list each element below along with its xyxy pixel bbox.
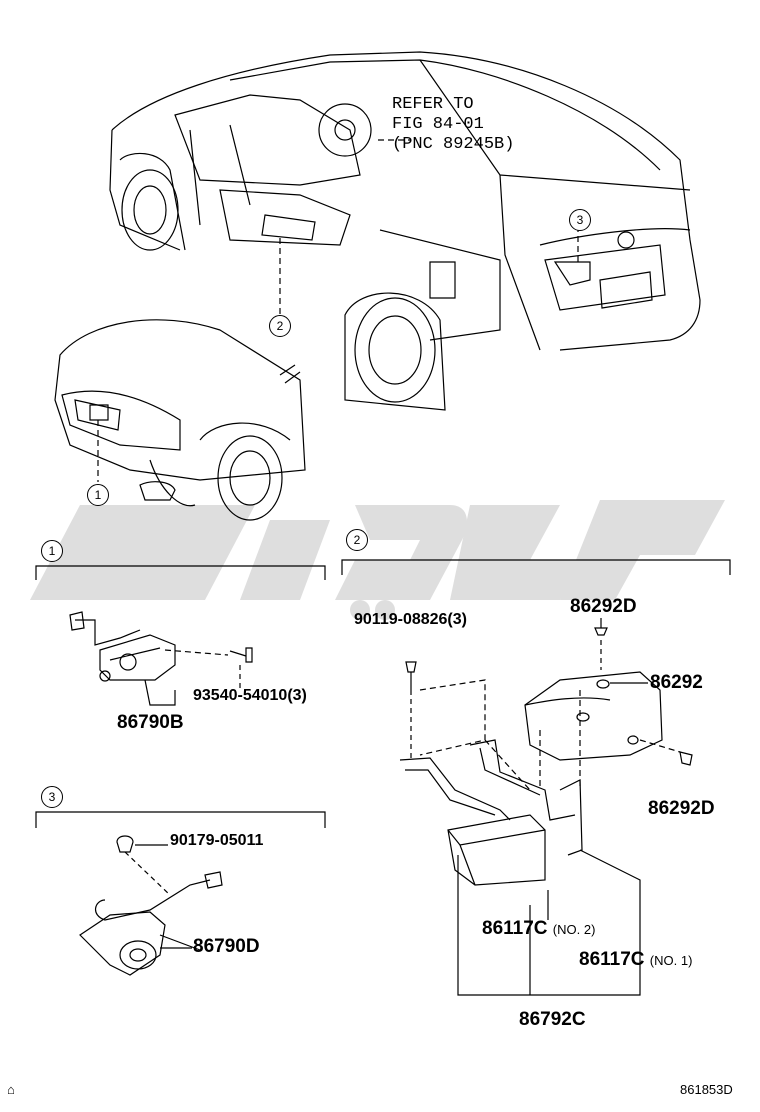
callout-1-section: 1: [41, 540, 63, 562]
section1-bracket: [35, 565, 326, 580]
callout-2-section: 2: [346, 529, 368, 551]
part-number-90179-05011: 90179-05011: [170, 832, 264, 849]
bracket-no1: [469, 739, 583, 856]
refer-note-line1: REFER TO: [392, 95, 474, 114]
vehicle-front-illustration: [54, 319, 306, 521]
bracket-no2-note: (NO. 2): [552, 922, 596, 937]
bracket-no1-note: (NO. 1): [649, 953, 693, 968]
callout-3-section: 3: [41, 786, 63, 808]
callout-3-on-car: 3: [569, 209, 591, 231]
refer-note-line2: FIG 84-01: [392, 115, 484, 134]
bracket-no2-part: 86117C: [482, 918, 548, 939]
computer-unit: [447, 814, 546, 886]
rear-camera-illustration: [79, 871, 223, 976]
part-number-86117C-no2: 86117C (NO. 2): [482, 919, 595, 938]
section3-bracket: [35, 811, 326, 828]
front-camera-illustration: [69, 611, 176, 706]
callout-2-on-car: 2: [269, 315, 291, 337]
clip-90179: [116, 835, 134, 853]
bracket-no2: [399, 757, 511, 821]
part-number-86790B: 86790B: [117, 712, 184, 733]
callout-1-on-car: 1: [87, 484, 109, 506]
vehicle-rear-illustration: [109, 51, 701, 411]
part-number-93540-54010: 93540-54010(3): [193, 687, 307, 704]
bolt-right-86292D: [679, 751, 693, 766]
part-number-86292D-right: 86292D: [648, 798, 715, 819]
front-camera-bolt: [229, 647, 253, 663]
part-number-86790D: 86790D: [193, 936, 260, 957]
part-number-90119-08826: 90119-08826(3): [354, 611, 467, 628]
section2-bracket: [341, 559, 731, 575]
part-number-86792C: 86792C: [519, 1009, 586, 1030]
refer-note-line3: (PNC 89245B): [392, 135, 515, 154]
figure-code: 861853D: [680, 1082, 733, 1097]
corner-mark: ⌂: [7, 1082, 15, 1097]
bolt-top-86292D: [594, 618, 608, 636]
part-number-86292: 86292: [650, 672, 703, 693]
bolt-left-90119: [405, 661, 417, 690]
part-number-86292D-top: 86292D: [570, 596, 637, 617]
part-number-86117C-no1: 86117C (NO. 1): [579, 950, 692, 969]
bracket-no1-part: 86117C: [579, 949, 645, 970]
